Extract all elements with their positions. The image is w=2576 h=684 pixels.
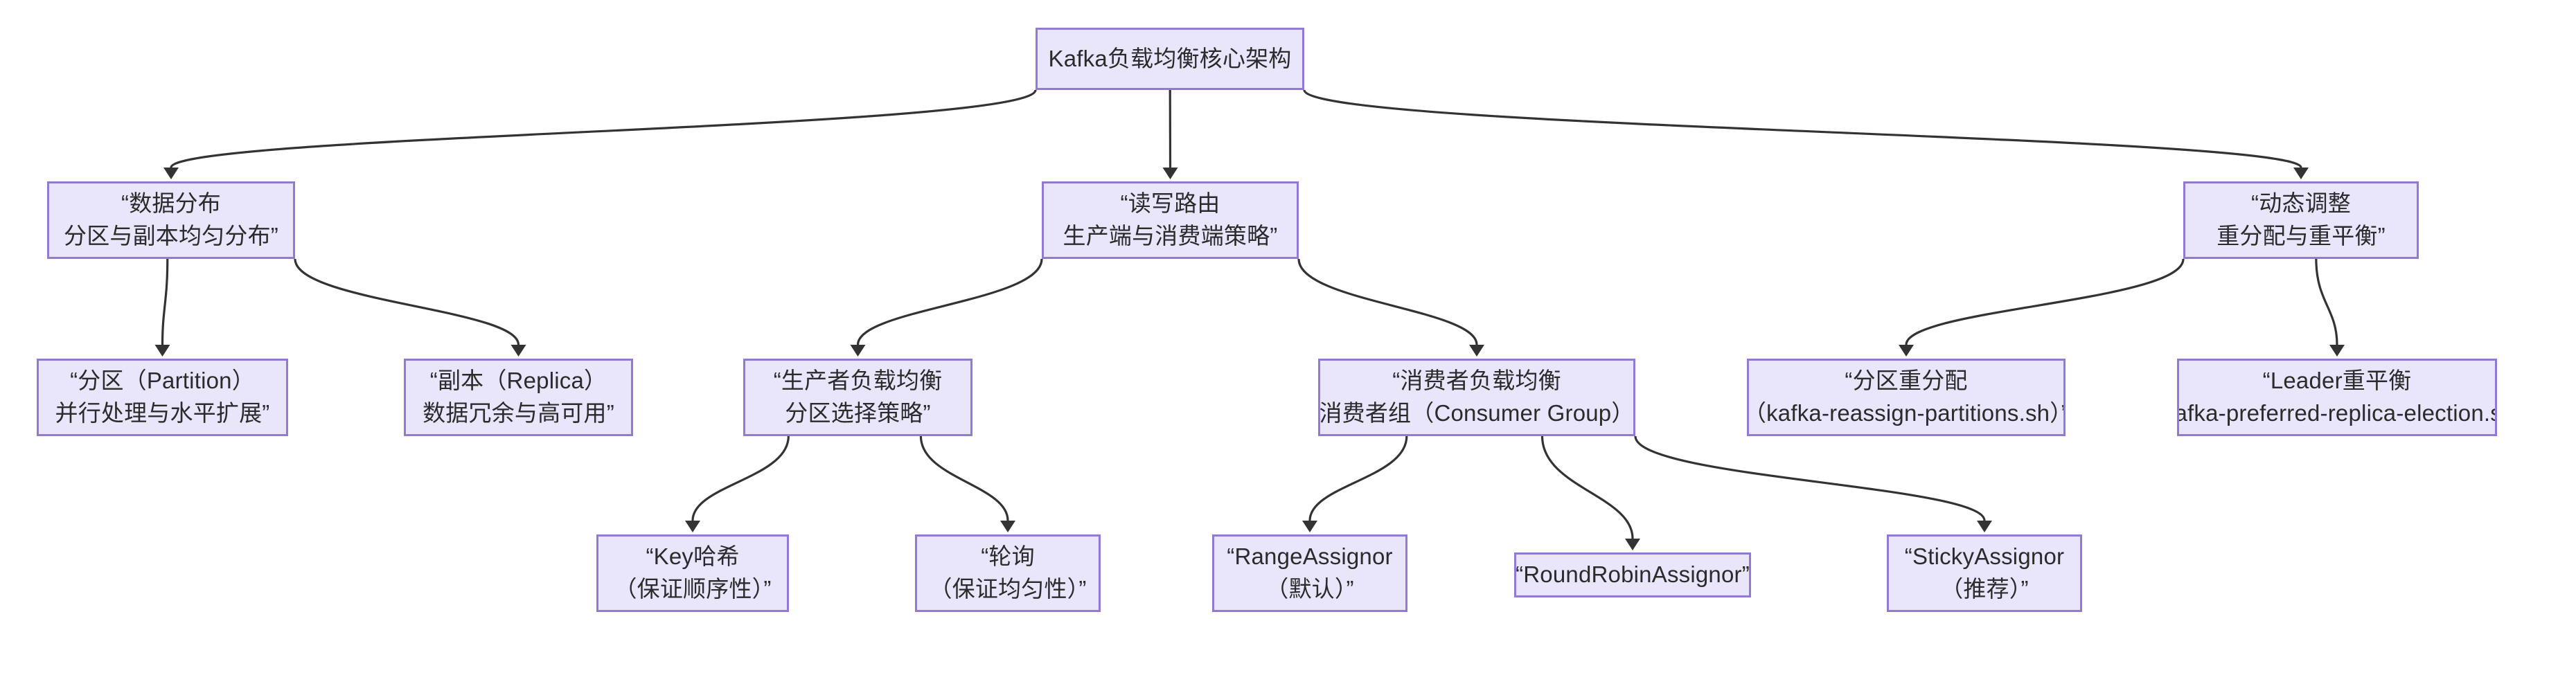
edge-read-write-routing-to-producer-balance bbox=[856, 258, 1043, 345]
node-label: “分区（Partition） 并行处理与水平扩展” bbox=[55, 365, 270, 430]
node-sticky-assignor[interactable]: “StickyAssignor （推荐）” bbox=[1887, 534, 2082, 612]
node-round-robin[interactable]: “轮询 （保证均匀性）” bbox=[915, 534, 1101, 612]
node-label-line2: （kafka-preferred-replica-election.sh）” bbox=[2179, 400, 2495, 426]
node-label-line1: “消费者负载均衡 bbox=[1392, 368, 1561, 394]
node-range-assignor[interactable]: “RangeAssignor （默认）” bbox=[1212, 534, 1407, 612]
edge-read-write-routing-to-consumer-balance bbox=[1297, 258, 1478, 345]
edge-root-to-data-distribution bbox=[170, 89, 1037, 168]
node-label: “读写路由生产端与消费端策略” bbox=[1063, 188, 1278, 253]
node-key-hash[interactable]: “Key哈希 （保证顺序性）” bbox=[596, 534, 789, 612]
arrowhead-producer-balance-to-key-hash bbox=[685, 521, 700, 532]
node-label-line1: “轮询 bbox=[981, 543, 1035, 570]
arrowhead-root-to-read-write-routing bbox=[1162, 168, 1178, 179]
edge-producer-balance-to-round-robin bbox=[919, 435, 1009, 521]
node-label-line2: 分区与副本均匀分布” bbox=[64, 223, 278, 249]
node-label-line1: “分区（Partition） bbox=[70, 368, 255, 394]
node-label-line1: “RangeAssignor bbox=[1227, 543, 1393, 570]
arrowhead-dynamic-adjustment-to-partition-reassign bbox=[1899, 345, 1914, 357]
arrowhead-root-to-data-distribution bbox=[163, 168, 179, 179]
node-label: “生产者负载均衡分区选择策略” bbox=[774, 365, 943, 430]
node-label-line1: “副本（Replica） bbox=[429, 368, 607, 394]
node-label-line1: “分区重分配 bbox=[1845, 368, 1968, 394]
node-label: “Key哈希 （保证顺序性）” bbox=[614, 541, 771, 606]
node-round-robin-assignor[interactable]: “RoundRobinAssignor” bbox=[1514, 552, 1751, 597]
node-label-line2: 消费者组（Consumer Group） bbox=[1319, 400, 1635, 426]
node-label-line2: 数据冗余与高可用” bbox=[423, 400, 614, 426]
edge-producer-balance-to-key-hash bbox=[691, 435, 790, 521]
node-replica[interactable]: “副本（Replica） 数据冗余与高可用” bbox=[404, 359, 633, 436]
arrowhead-consumer-balance-to-sticky-assignor bbox=[1977, 521, 1992, 532]
arrowhead-read-write-routing-to-consumer-balance bbox=[1469, 345, 1484, 357]
node-label-line1: “Key哈希 bbox=[646, 543, 740, 570]
node-label-line1: “读写路由 bbox=[1120, 190, 1220, 217]
arrowhead-consumer-balance-to-round-robin-assignor bbox=[1625, 539, 1640, 550]
node-label-line2: （kafka-reassign-partitions.sh）” bbox=[1747, 400, 2066, 426]
node-label-line2: 分区选择策略” bbox=[785, 400, 931, 426]
node-label-line2: 重分配与重平衡” bbox=[2217, 223, 2386, 249]
node-read-write-routing[interactable]: “读写路由生产端与消费端策略” bbox=[1042, 181, 1299, 259]
edge-consumer-balance-to-sticky-assignor bbox=[1634, 435, 1986, 521]
node-label-line1: Kafka负载均衡核心架构 bbox=[1048, 45, 1292, 71]
arrowhead-producer-balance-to-round-robin bbox=[1000, 521, 1015, 532]
arrowhead-dynamic-adjustment-to-leader-rebalance bbox=[2329, 345, 2345, 357]
node-label: “分区重分配 （kafka-reassign-partitions.sh）” bbox=[1747, 365, 2066, 430]
arrowhead-root-to-dynamic-adjustment bbox=[2293, 168, 2309, 179]
node-partition-reassign[interactable]: “分区重分配 （kafka-reassign-partitions.sh）” bbox=[1747, 359, 2066, 436]
node-label-line2: 并行处理与水平扩展” bbox=[55, 400, 270, 426]
arrowhead-consumer-balance-to-range-assignor bbox=[1302, 521, 1317, 532]
node-label-line1: “生产者负载均衡 bbox=[773, 368, 943, 394]
node-producer-balance[interactable]: “生产者负载均衡分区选择策略” bbox=[743, 359, 972, 436]
arrowhead-data-distribution-to-partition bbox=[154, 345, 170, 357]
node-leader-rebalance[interactable]: “Leader重平衡 （kafka-preferred-replica-elect… bbox=[2177, 359, 2497, 436]
node-label: “轮询 （保证均匀性）” bbox=[929, 541, 1086, 606]
node-label: “Leader重平衡 （kafka-preferred-replica-elect… bbox=[2179, 365, 2495, 430]
node-label-line2: 生产端与消费端策略” bbox=[1063, 223, 1278, 249]
node-label: “消费者负载均衡消费者组（Consumer Group） bbox=[1319, 365, 1635, 430]
node-label-line1: “动态调整 bbox=[2251, 190, 2351, 217]
node-label-line1: “StickyAssignor bbox=[1904, 543, 2065, 570]
node-label-line2: （保证顺序性）” bbox=[614, 576, 772, 602]
edge-root-to-dynamic-adjustment bbox=[1303, 89, 2302, 168]
arrowhead-read-write-routing-to-producer-balance bbox=[850, 345, 866, 357]
node-root[interactable]: Kafka负载均衡核心架构 bbox=[1036, 28, 1304, 90]
node-label: “RoundRobinAssignor” bbox=[1516, 559, 1750, 591]
node-label: “RangeAssignor （默认）” bbox=[1227, 541, 1392, 606]
node-label: “StickyAssignor （推荐）” bbox=[1905, 541, 2064, 606]
node-data-distribution[interactable]: “数据分布分区与副本均匀分布” bbox=[47, 181, 295, 259]
node-consumer-balance[interactable]: “消费者负载均衡消费者组（Consumer Group） bbox=[1318, 359, 1635, 436]
edge-consumer-balance-to-range-assignor bbox=[1308, 435, 1408, 521]
node-label-line1: “数据分布 bbox=[121, 190, 221, 217]
node-label-line2: （默认）” bbox=[1265, 576, 1354, 602]
node-label-line1: “RoundRobinAssignor” bbox=[1516, 561, 1750, 588]
node-label-line2: （保证均匀性）” bbox=[929, 576, 1087, 602]
edge-consumer-balance-to-round-robin-assignor bbox=[1540, 435, 1634, 539]
edge-dynamic-adjustment-to-partition-reassign bbox=[1905, 258, 2185, 345]
node-label: “副本（Replica） 数据冗余与高可用” bbox=[423, 365, 614, 430]
node-label-line1: “Leader重平衡 bbox=[2262, 368, 2412, 394]
node-label: “动态调整重分配与重平衡” bbox=[2217, 188, 2386, 253]
edge-data-distribution-to-partition bbox=[161, 258, 169, 345]
node-label-line2: （推荐）” bbox=[1940, 576, 2029, 602]
node-partition[interactable]: “分区（Partition） 并行处理与水平扩展” bbox=[37, 359, 288, 436]
edge-dynamic-adjustment-to-leader-rebalance bbox=[2315, 258, 2338, 345]
edge-data-distribution-to-replica bbox=[294, 258, 520, 345]
node-label: “数据分布分区与副本均匀分布” bbox=[64, 188, 278, 253]
arrowhead-data-distribution-to-replica bbox=[510, 345, 526, 357]
node-label: Kafka负载均衡核心架构 bbox=[1049, 43, 1292, 75]
node-dynamic-adjustment[interactable]: “动态调整重分配与重平衡” bbox=[2183, 181, 2419, 259]
